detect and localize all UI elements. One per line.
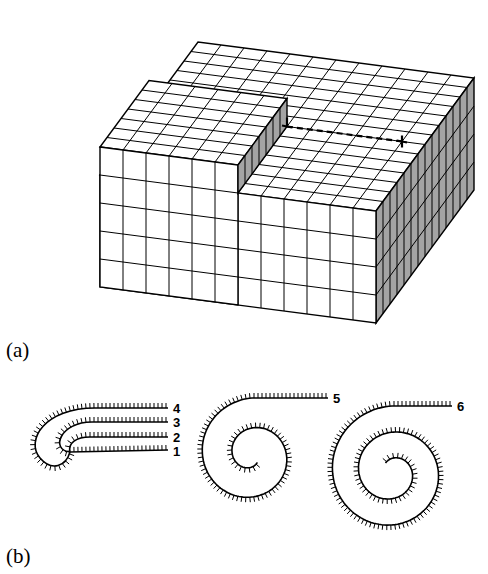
step-line [70, 437, 168, 452]
dislocation-line [287, 127, 402, 142]
step-line [70, 450, 168, 452]
grid-line [192, 93, 241, 160]
grid-line [245, 156, 246, 184]
spiral-step [202, 398, 328, 497]
grid-line [215, 162, 216, 302]
grid-line [100, 203, 238, 221]
callout-number: 4 [173, 402, 180, 415]
grid-line [252, 146, 253, 174]
step-hatching [327, 401, 450, 530]
dislocation-symbol [401, 136, 403, 148]
side-face-fill [376, 78, 474, 323]
side-face [376, 78, 474, 323]
step-hatching [30, 403, 166, 471]
grid-line [191, 52, 467, 88]
grid-line [273, 118, 274, 146]
grid-line [146, 153, 147, 293]
grid-line [280, 108, 281, 136]
grid-line [376, 162, 474, 295]
grid-line [100, 231, 238, 249]
step-line [60, 422, 168, 452]
grid-line [192, 159, 193, 299]
grid-line [100, 259, 238, 277]
growth-spirals [30, 393, 452, 530]
figure-label: (a) [6, 340, 29, 361]
grid-line [169, 90, 218, 157]
dislocation-symbol [286, 118, 288, 127]
grid-line [376, 134, 474, 267]
step-hatching [197, 393, 326, 502]
raised-front-face-fill [100, 147, 238, 305]
step-hatching [65, 432, 166, 452]
grid-line [114, 128, 252, 146]
grid-line [135, 100, 273, 118]
raised-front-face [100, 147, 238, 305]
callout-number: 3 [173, 416, 180, 429]
callout-number: 6 [457, 400, 464, 413]
grid-line [259, 137, 260, 165]
step-riser-face-fill [238, 99, 287, 194]
grid-line [376, 106, 474, 239]
step-riser-face [238, 99, 287, 194]
grid-line [169, 156, 170, 296]
grid-line [146, 87, 195, 154]
step-hatching [55, 417, 166, 456]
grid-line [121, 119, 259, 137]
crystal-block [100, 42, 474, 323]
grid-line [123, 150, 124, 290]
grid-line [142, 90, 280, 108]
grid-line [266, 127, 267, 155]
callout-number: 5 [333, 392, 340, 405]
grid-line [100, 175, 238, 193]
grid-line [123, 84, 172, 151]
step-hatching [74, 445, 166, 452]
grid-line [128, 109, 266, 127]
callout-number: 1 [173, 445, 180, 458]
callout-number: 2 [173, 431, 180, 444]
figure-label: (b) [6, 546, 31, 567]
